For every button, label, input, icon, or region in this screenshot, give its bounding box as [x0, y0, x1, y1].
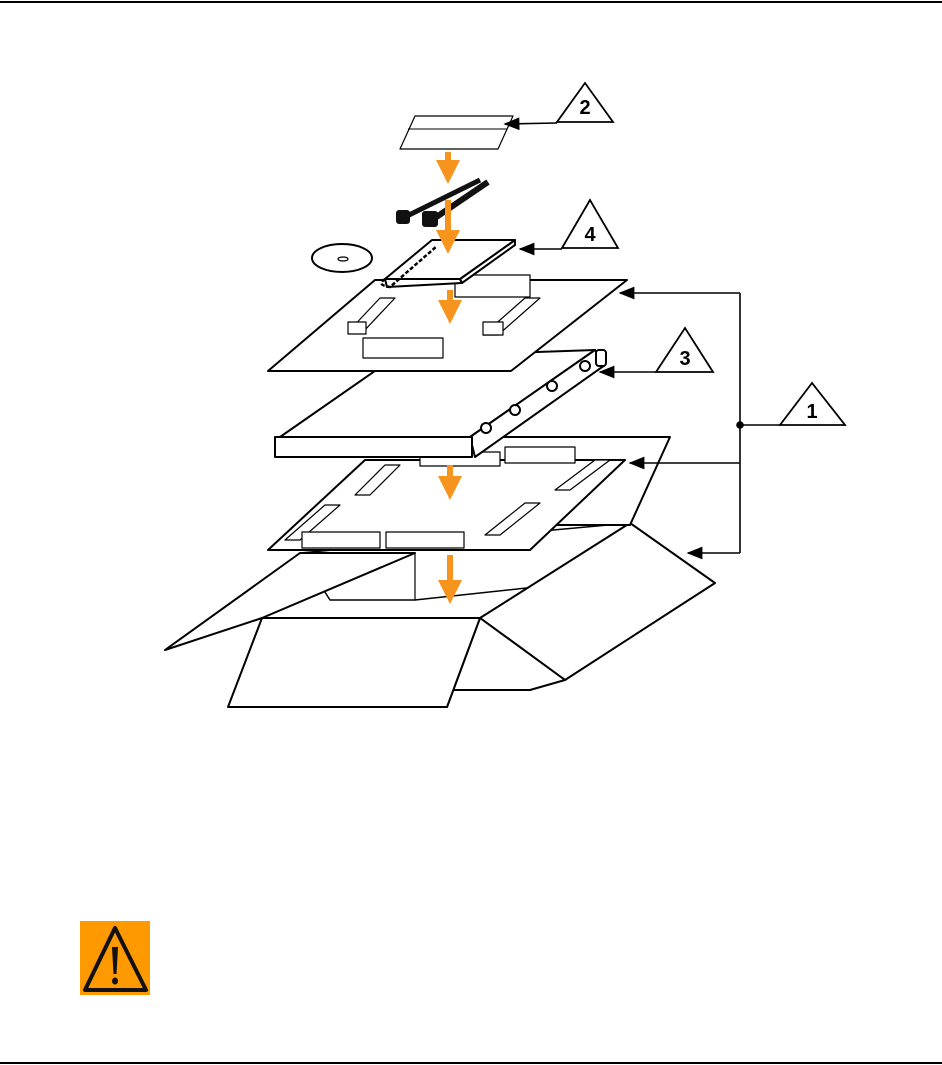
callout-1-label: 1 [806, 401, 817, 423]
footer-rule [0, 1062, 942, 1064]
shipping-box [164, 522, 716, 708]
power-cables [396, 177, 490, 227]
callout-2: 2 [555, 81, 615, 123]
warning-triangle-icon [80, 921, 150, 995]
callout-4-label: 4 [584, 224, 596, 246]
header-rule [0, 1, 942, 3]
callout-4: 4 [560, 198, 620, 249]
callout-3-label: 3 [679, 348, 690, 370]
instruction-sheet [399, 115, 514, 150]
chassis [274, 349, 607, 458]
manual-book [380, 239, 516, 289]
callout-1: 1 [778, 381, 847, 426]
cd-disc [311, 243, 373, 273]
callout-1-leader [618, 286, 780, 560]
callout-3: 3 [654, 326, 715, 373]
assembly-arrows [436, 152, 462, 604]
lower-circuit-board [267, 436, 671, 551]
callout-2-label: 2 [579, 97, 590, 119]
callout-2-leader [503, 117, 558, 131]
upper-circuit-board [267, 274, 628, 372]
